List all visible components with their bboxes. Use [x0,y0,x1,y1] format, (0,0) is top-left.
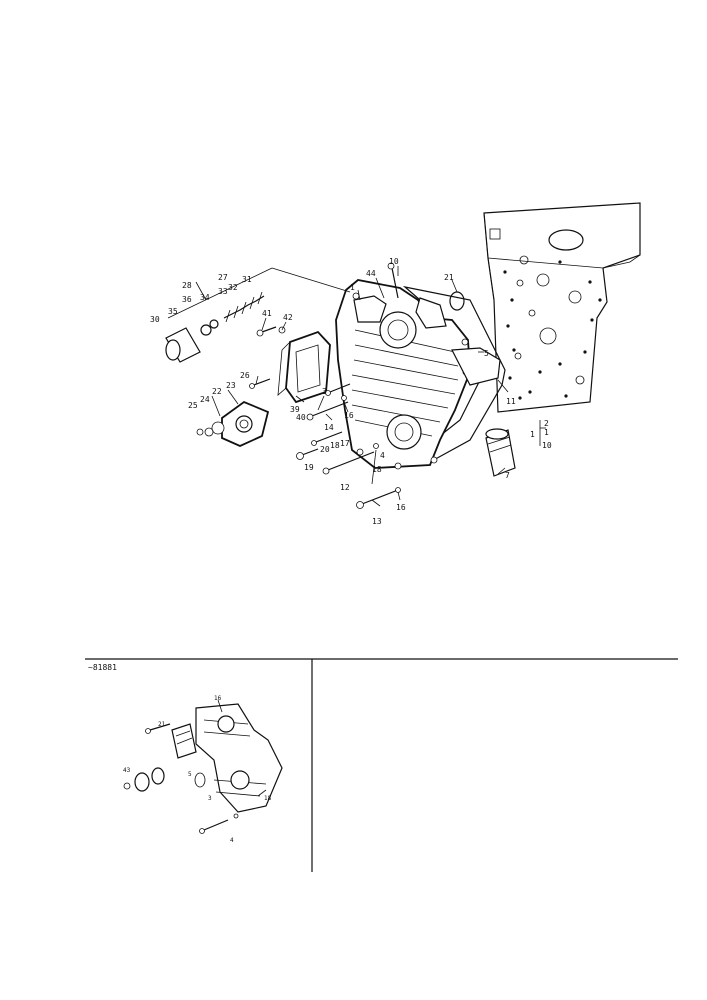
callout-24: 24 [200,395,210,404]
plunger-assembly [165,267,351,363]
callout-18-lower: 18 [372,465,382,474]
block-hole-3 [512,348,516,352]
callout-25: 25 [188,401,198,410]
callout-39: 39 [290,405,300,414]
callout-35: 35 [168,307,178,316]
callout-31: 31 [242,275,252,284]
callout-34: 34 [200,293,210,302]
block-hole-12 [528,390,532,394]
callout-21: 21 [444,273,454,282]
inset-callouts: 16 21 43 5 3 18 4 [123,695,272,844]
inset-callout-5: 5 [188,771,192,778]
inset-callout-21: 21 [158,721,166,728]
inset-callout-16: 16 [214,695,222,702]
callout-10: 10 [389,257,399,266]
callout-36: 36 [182,295,192,304]
callout-22: 22 [212,387,222,396]
callout-12: 12 [340,483,350,492]
gear-case-cover [335,279,501,469]
callout-16-upper: 16 [344,411,354,420]
inset-callout-4: 4 [230,837,234,844]
cap-housing [204,400,270,447]
callout-1-bracket: 1 [530,430,535,439]
inset-callout-3: 3 [208,795,212,802]
callout-30: 30 [150,315,160,324]
block-hole-13 [564,394,568,398]
lower-panel: ~81881 16 21 43 5 3 18 4 [85,658,678,872]
inset-view [123,699,283,834]
engine-block [483,202,641,413]
block-hole-14 [598,298,602,302]
callout-42: 42 [283,313,293,322]
callout-23: 23 [226,381,236,390]
oil-filter [485,428,516,477]
block-hole-4 [508,376,512,380]
callout-26: 26 [240,371,250,380]
callout-10-bracket: 10 [542,441,552,450]
block-hole-0 [503,270,507,274]
callout-1: 1 [350,283,355,292]
callout-4: 4 [380,451,385,460]
block-hole-7 [588,280,592,284]
block-hole-11 [538,370,542,374]
callout-7: 7 [505,471,510,480]
callout-2: 2 [544,419,549,428]
block-hole-2 [506,324,510,328]
callout-19: 19 [304,463,314,472]
callout-32: 32 [228,283,238,292]
callout-27: 27 [218,273,228,282]
callout-20: 20 [320,445,330,454]
callout-13: 13 [372,517,382,526]
callout-3: 3 [322,387,327,396]
block-bolt-holes [503,260,602,400]
callout-28: 28 [182,281,192,290]
callout-40: 40 [296,413,306,422]
main-exploded-view: 10 21 44 1 28 27 30 35 36 34 33 32 31 41… [150,202,641,526]
block-hole-5 [518,396,522,400]
callout-17: 17 [340,439,350,448]
callout-14: 14 [324,423,334,432]
callout-11: 11 [506,397,516,406]
block-hole-8 [590,318,594,322]
callout-5: 5 [484,349,489,358]
callout-33: 33 [218,287,228,296]
block-hole-9 [583,350,587,354]
callout-labels: 10 21 44 1 28 27 30 35 36 34 33 32 31 41… [150,257,552,526]
callout-41: 41 [262,309,272,318]
callout-1-bracket-mid: 1 [544,428,549,437]
inset-callout-43: 43 [123,767,131,774]
block-hole-10 [558,362,562,366]
o-ring-21 [449,291,465,311]
bolt-set [196,262,402,509]
callout-18-mid: 18 [330,441,340,450]
block-hole-6 [558,260,562,264]
callout-44: 44 [366,269,376,278]
leader-lines [195,266,546,507]
callout-16-lower: 16 [396,503,406,512]
inset-tag: ~81881 [88,663,117,672]
inset-callout-18: 18 [264,795,272,802]
block-hole-1 [510,298,514,302]
